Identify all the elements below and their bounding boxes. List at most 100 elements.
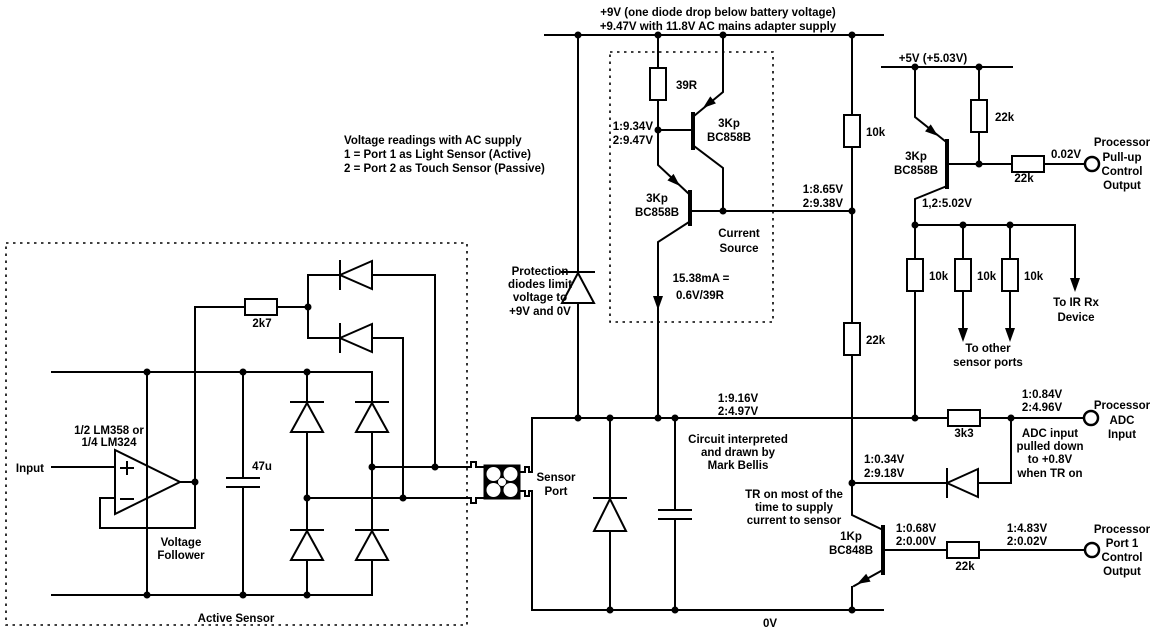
to-ir-label-1: To IR Rx <box>1053 297 1099 309</box>
protection-note-2: diodes limit <box>508 279 572 291</box>
terminal-pullup-output <box>1083 155 1101 173</box>
readings-note-line3: 2 = Port 2 as Touch Sensor (Passive) <box>344 163 545 175</box>
terminal-adc-text-2: ADC <box>1110 415 1135 427</box>
components-layer <box>114 67 1101 575</box>
voltage-cs-out-2: 2:9.38V <box>803 198 844 210</box>
diode-adc-clamp <box>944 467 979 499</box>
terminal-port1-text-1: Processor <box>1094 524 1151 536</box>
resistor-22k-port1-label: 22k <box>955 561 975 573</box>
resistor-10k-1 <box>906 258 924 292</box>
supply-note-line1: +9V (one diode drop below battery voltag… <box>600 7 836 19</box>
voltage-collector-1: 1:0.34V <box>864 454 905 466</box>
resistor-10k-3 <box>1001 258 1019 292</box>
bridge-diode-4 <box>354 528 390 561</box>
tr2-type-label: 3Kp <box>646 193 668 205</box>
terminal-adc-input <box>1082 409 1100 427</box>
capacitor-47u-label: 47u <box>252 461 272 473</box>
tr3-emitter-arrow <box>925 124 938 136</box>
to-other-ports-label-2: sensor ports <box>953 357 1023 369</box>
voltage-base-1: 1:0.68V <box>896 523 937 535</box>
voltage-port1-1: 1:4.83V <box>1007 523 1048 535</box>
adc-pulldown-note-4: when TR on <box>1016 468 1082 480</box>
voltage-collector-2: 2:9.18V <box>864 468 905 480</box>
active-sensor-box <box>5 242 468 626</box>
supply-note-line2: +9.47V with 11.8V AC mains adapter suppl… <box>600 21 837 33</box>
arrows <box>653 96 1080 584</box>
current-value-line2: 0.6V/39R <box>676 290 725 302</box>
resistor-22k-vertical-label: 22k <box>995 112 1015 124</box>
junction-dots <box>143 31 1015 614</box>
capacitor-47u <box>226 477 260 488</box>
diode-protect-9v <box>560 270 596 304</box>
tr1-emitter-arrow <box>703 96 716 108</box>
resistor-22k-port1 <box>946 541 980 559</box>
tr-on-note-3: current to sensor <box>747 515 842 527</box>
resistor-10k-3-label: 10k <box>1024 271 1044 283</box>
tr3-part-label: BC858B <box>894 165 938 177</box>
credit-line2: and drawn by <box>701 447 776 459</box>
adc-pulldown-note-1: ADC input <box>1022 428 1078 440</box>
to-other-ports-arrow-2 <box>1005 328 1015 342</box>
resistor-10k-2 <box>954 258 972 292</box>
readings-note-line2: 1 = Port 1 as Light Sensor (Active) <box>344 149 531 161</box>
resistor-39r-label: 39R <box>676 80 698 92</box>
voltage-follower-label-1: Voltage <box>161 537 202 549</box>
voltage-port1-2: 2:0.02V <box>1007 536 1048 548</box>
tr4-emitter-arrow <box>857 573 871 584</box>
current-flow-arrow <box>653 296 663 310</box>
voltage-follower-label-2: Follower <box>157 550 205 562</box>
terminal-pullup-text-1: Processor <box>1094 137 1151 149</box>
resistor-22k-center-label: 22k <box>866 335 886 347</box>
terminal-port1-text-4: Output <box>1103 566 1141 578</box>
tr-on-note-1: TR on most of the <box>745 489 843 501</box>
voltage-sensor-line-2: 2:4.97V <box>718 406 759 418</box>
resistor-22k-center <box>843 322 861 356</box>
protection-note-4: +9V and 0V <box>509 306 571 318</box>
feedback-diode-2 <box>337 322 373 354</box>
terminal-port1-text-3: Control <box>1102 552 1143 564</box>
voltage-adc-2: 2:4.96V <box>1022 402 1063 414</box>
terminal-adc-text-1: Processor <box>1094 400 1151 412</box>
tr4-type-label: 1Kp <box>840 531 862 543</box>
current-value-line1: 15.38mA = <box>673 273 730 285</box>
protection-note-3: voltage to <box>513 292 567 304</box>
voltage-pullup-node: 1,2:5.02V <box>922 198 972 210</box>
to-other-ports-arrow-1 <box>958 328 968 342</box>
opamp-label-2: 1/4 LM324 <box>82 437 138 449</box>
labels: +9V (one diode drop below battery voltag… <box>16 7 1151 630</box>
diode-protect-0v <box>592 496 628 532</box>
tr1-type-label: 3Kp <box>718 118 740 130</box>
tr1-part-label: BC858B <box>707 132 751 144</box>
resistor-22k-pullup-out <box>1011 155 1045 173</box>
terminal-pullup-text-4: Output <box>1103 180 1141 192</box>
rail-0v-label: 0V <box>763 618 777 630</box>
voltage-pullup-out: 0.02V <box>1051 149 1081 161</box>
resistor-22k-vertical <box>970 99 988 133</box>
resistor-10k-2-label: 10k <box>977 271 997 283</box>
sensor-port-label-2: Port <box>545 486 568 498</box>
voltage-sensor-line-1: 1:9.16V <box>718 393 759 405</box>
resistor-10k-1-label: 10k <box>929 271 949 283</box>
credit-line1: Circuit interpreted <box>688 434 788 446</box>
terminal-adc-text-3: Input <box>1108 429 1136 441</box>
voltage-39r-node-2: 2:9.47V <box>613 135 654 147</box>
rail-5v-label: +5V (+5.03V) <box>899 53 968 65</box>
resistor-2k7 <box>244 298 278 316</box>
voltage-cs-out-1: 1:8.65V <box>803 184 844 196</box>
feedback-diode-1 <box>337 259 373 291</box>
input-label: Input <box>16 463 44 475</box>
adc-pulldown-note-3: to +0.8V <box>1028 454 1073 466</box>
sensor-port-connector <box>483 464 521 500</box>
resistor-3k3 <box>947 409 981 427</box>
sensor-port-label-1: Sensor <box>537 472 577 484</box>
terminal-pullup-text-3: Control <box>1102 166 1143 178</box>
bridge-diode-3 <box>289 528 325 561</box>
terminal-pullup-text-2: Pull-up <box>1103 152 1142 164</box>
to-other-ports-label-1: To other <box>965 343 1011 355</box>
terminal-port1-output <box>1083 541 1101 559</box>
adc-pulldown-note-2: pulled down <box>1016 441 1083 453</box>
opamp-label-1: 1/2 LM358 or <box>74 425 144 437</box>
bridge-diode-2 <box>354 400 390 433</box>
credit-line3: Mark Bellis <box>708 460 769 472</box>
